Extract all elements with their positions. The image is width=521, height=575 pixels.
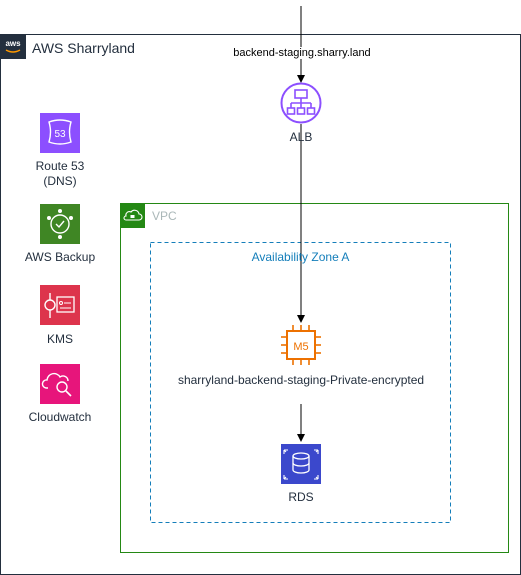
- route53-label-line2: (DNS): [43, 174, 77, 188]
- rds-label: RDS: [288, 490, 314, 504]
- ec2-m5-icon: M5: [281, 325, 321, 365]
- vpc-lock-cloud-icon: [120, 203, 145, 228]
- ec2-label: sharryland-backend-staging-Private-encry…: [177, 373, 425, 387]
- aws-cloud-title: AWS Sharryland: [32, 40, 135, 56]
- rds-icon: [281, 444, 321, 484]
- vpc-group: [120, 203, 509, 553]
- route53-label-line1: Route 53: [35, 159, 85, 173]
- alb-icon: [280, 82, 322, 124]
- kms-key-icon: [40, 285, 80, 325]
- incoming-edge-label: backend-staging.sharry.land: [200, 47, 404, 59]
- svg-text:M5: M5: [293, 341, 308, 353]
- svg-text:aws: aws: [5, 39, 21, 48]
- aws-backup-label: AWS Backup: [24, 250, 96, 264]
- kms-label: KMS: [46, 332, 73, 346]
- vpc-title: VPC: [152, 209, 177, 223]
- alb-label: ALB: [289, 130, 313, 144]
- route53-icon: 53: [40, 113, 80, 153]
- availability-zone-title: Availability Zone A: [251, 250, 350, 264]
- aws-backup-icon: [40, 204, 80, 244]
- svg-text:53: 53: [54, 129, 66, 140]
- aws-logo-icon: aws: [0, 34, 26, 59]
- cloudwatch-label: Cloudwatch: [28, 410, 92, 424]
- cloudwatch-icon: [40, 364, 80, 404]
